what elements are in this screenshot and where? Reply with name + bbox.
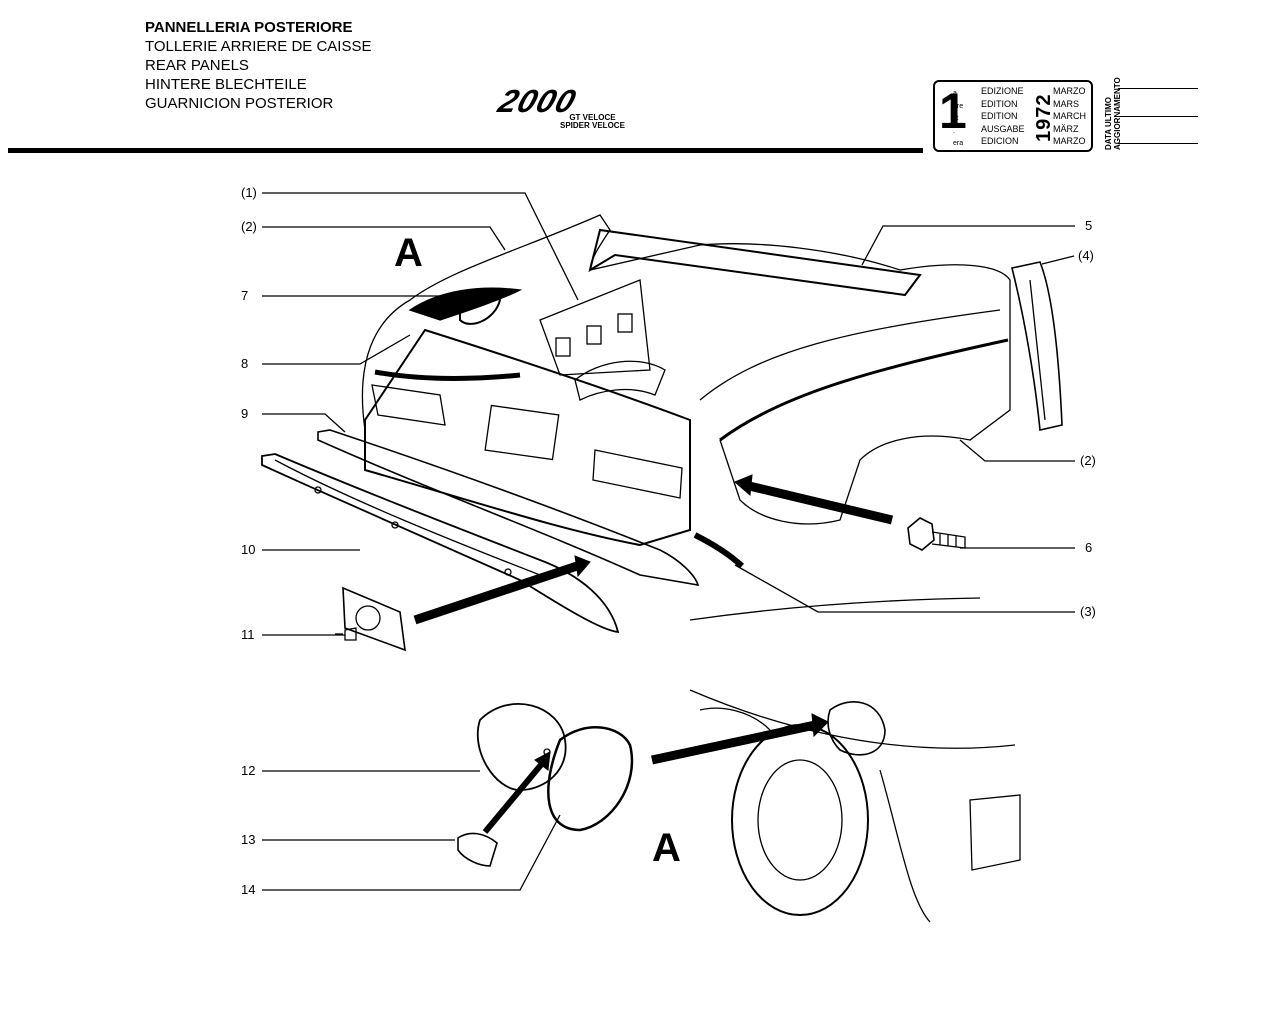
view-letter-top: A [394,231,423,275]
edition-label: AUSGABE [981,123,1025,134]
title-es: GUARNICION POSTERIOR [145,95,334,112]
callout-9: 9 [241,406,249,421]
edition-suffix: era [953,140,964,147]
title-fr: TOLLERIE ARRIERE DE CAISSE [145,38,372,55]
callout-4: (4) [1078,248,1094,263]
rear-panel [364,328,691,547]
edition-box: 1 a ere st . era EDIZIONE EDITION EDITIO… [933,80,1093,152]
edition-label: EDITION [981,98,1018,109]
edition-suffix: st [953,115,959,122]
edition-suffixes: a ere st . era [953,88,963,151]
update-line [1118,143,1198,144]
edition-suffix: . [953,127,955,135]
callout-1: (1) [241,185,257,200]
pointer-arrows [413,474,894,834]
rear-body-shell [361,214,1011,525]
car-rear-view [689,597,1021,923]
edition-label: EDITION [981,111,1018,121]
callout-13: 13 [241,832,256,847]
bumper-assembly [261,429,700,634]
model-variants: GT VELOCE SPIDER VELOCE [560,114,625,130]
callout-6: 6 [1085,540,1093,555]
edition-suffix: a [953,90,957,97]
update-line [1118,116,1198,117]
model-logo: 2000 GT VELOCE SPIDER VELOCE [494,83,630,134]
edition-month: MARZO [1053,136,1086,146]
callout-8: 8 [241,356,249,371]
title-it: PANNELLERIA POSTERIORE [145,19,353,36]
rubber-seal [693,532,745,569]
edition-labels: EDIZIONE EDITION EDITION AUSGABE EDICION [981,85,1025,148]
edition-month: MÄRZ [1053,123,1079,134]
title-block: PANNELLERIA POSTERIORE TOLLERIE ARRIERE … [145,18,371,113]
bolt [907,517,966,551]
model-variant-spider: SPIDER VELOCE [560,121,625,130]
edition-months: MARZO MARS MARCH MÄRZ MARZO [1053,85,1086,148]
callout-12: 12 [241,763,256,778]
fuel-filler-cap [457,703,634,867]
edition-month: MARZO [1053,86,1086,96]
callout-7: 7 [241,288,249,303]
fender-panel [1011,261,1063,431]
edition-number: 1 [939,83,967,139]
callout-3: (3) [1080,604,1096,619]
edition-month: MARS [1053,98,1080,109]
licence-light [335,586,406,652]
edition-suffix: ere [953,102,964,110]
title-en: REAR PANELS [145,57,249,74]
model-variant-gt: GT VELOCE [569,113,616,122]
callout-14: 14 [241,882,256,897]
update-line [1118,88,1198,89]
leader-lines [262,192,1075,891]
view-letter-bottom: A [652,826,681,870]
edition-label: EDIZIONE [981,86,1024,96]
callout-2-right: (2) [1080,453,1096,468]
edition-label: EDICION [981,136,1019,146]
callout-11: 11 [241,627,255,642]
header-rule [8,148,923,153]
callout-2-left: (2) [241,219,257,234]
callout-10: 10 [241,542,256,557]
title-de: HINTERE BLECHTEILE [145,76,307,93]
callout-5: 5 [1085,218,1093,233]
edition-month: MARCH [1053,111,1086,121]
